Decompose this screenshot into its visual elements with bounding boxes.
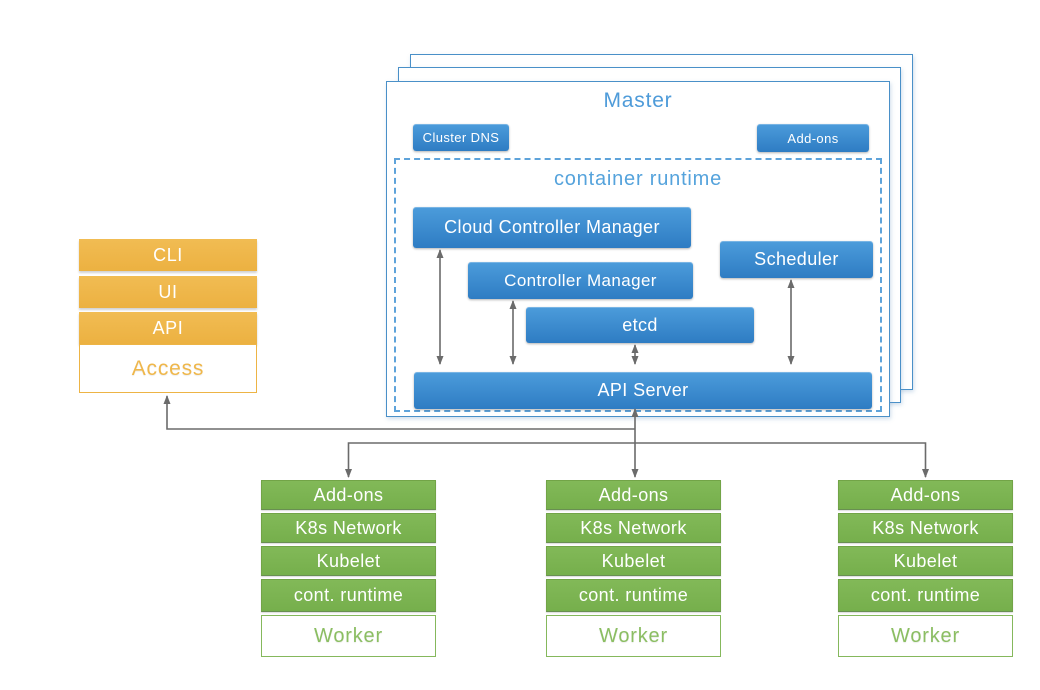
master-title: Master [603,89,673,112]
worker3-kubelet-box: Kubelet [838,546,1013,576]
scheduler-box: Scheduler [720,241,873,278]
access-cli-box: CLI [79,239,257,271]
master-node: Master Cluster DNS Add-ons container run… [386,81,890,417]
arrow-api-server-workers-1-3 [345,442,929,478]
worker3-container-runtime-box: cont. runtime [838,579,1013,612]
container-runtime-group: container runtime Cloud Controller Manag… [394,158,882,412]
container-runtime-title: container runtime [553,168,723,190]
cloud-controller-manager-box: Cloud Controller Manager [413,207,691,248]
worker3-addons-box: Add-ons [838,480,1013,510]
worker1-k8s-network-box: K8s Network [261,513,436,543]
worker1-base-box: Worker [261,615,436,657]
worker2-addons-box: Add-ons [546,480,721,510]
cluster-dns-box: Cluster DNS [413,124,509,151]
worker2-container-runtime-box: cont. runtime [546,579,721,612]
worker1-addons-box: Add-ons [261,480,436,510]
access-base-box: Access [79,344,257,393]
worker1-container-runtime-box: cont. runtime [261,579,436,612]
worker2-kubelet-box: Kubelet [546,546,721,576]
worker2-base-box: Worker [546,615,721,657]
etcd-box: etcd [526,307,754,343]
worker2-k8s-network-box: K8s Network [546,513,721,543]
api-server-box: API Server [414,372,872,409]
worker-node-1: Add-ons K8s Network Kubelet cont. runtim… [261,480,436,657]
access-ui-box: UI [79,276,257,308]
worker3-base-box: Worker [838,615,1013,657]
worker-node-3: Add-ons K8s Network Kubelet cont. runtim… [838,480,1013,657]
worker1-kubelet-box: Kubelet [261,546,436,576]
access-api-box: API [79,312,257,344]
controller-manager-box: Controller Manager [468,262,693,299]
master-addons-box: Add-ons [757,124,869,152]
worker-node-2: Add-ons K8s Network Kubelet cont. runtim… [546,480,721,657]
worker3-k8s-network-box: K8s Network [838,513,1013,543]
